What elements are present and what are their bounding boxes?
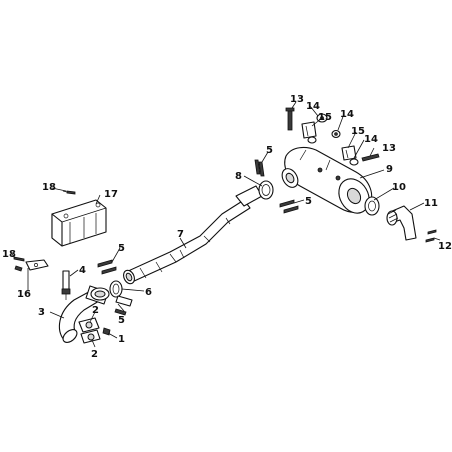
- part-7-intermediate-pipe: [123, 185, 263, 285]
- part-17-heat-shield: [51, 199, 107, 247]
- callout-5-right: 5: [305, 196, 312, 207]
- part-4-oxygen-sensor: [61, 270, 71, 300]
- leader-lines: [11, 101, 441, 348]
- callout-labels: 1 2 2 3 4 5 5 5 5 6 7 8 9 10 11 12 13 13…: [2, 94, 452, 360]
- callout-2-upper: 2: [92, 305, 99, 316]
- callout-5-upper: 5: [266, 145, 273, 156]
- part-9-muffler: [281, 146, 373, 214]
- callout-17: 17: [104, 189, 118, 200]
- callout-9: 9: [386, 164, 393, 175]
- part-2-flange-gasket-upper: [78, 317, 100, 333]
- callout-12: 12: [438, 241, 452, 252]
- callout-15-lower: 15: [351, 126, 365, 137]
- callout-16: 16: [17, 289, 31, 300]
- callout-8: 8: [235, 171, 242, 182]
- callout-4: 4: [79, 265, 86, 276]
- part-5-bolts-left: [97, 259, 117, 275]
- part-5-bolts-upper: [254, 159, 265, 177]
- callout-3: 3: [38, 307, 45, 318]
- callout-13-lower: 13: [382, 143, 396, 154]
- callout-18-lower: 18: [2, 249, 16, 260]
- part-18-screws-lower: [13, 256, 49, 272]
- part-12-screws: [425, 229, 437, 243]
- part-8-gasket: [258, 180, 274, 200]
- part-11-tail-pipe: [386, 205, 417, 241]
- part-5-bolts-right: [279, 199, 299, 214]
- part-2-flange-gasket-lower: [80, 329, 101, 344]
- callout-18-upper: 18: [42, 182, 56, 193]
- callout-6: 6: [145, 287, 152, 298]
- callout-14-middle: 14: [340, 109, 354, 120]
- callout-14-lower: 14: [364, 134, 378, 145]
- callout-13-upper: 13: [290, 94, 304, 105]
- part-13-bolt-upper: [285, 107, 295, 131]
- callout-1: 1: [118, 334, 125, 345]
- callout-11: 11: [424, 198, 438, 209]
- part-15-bracket-lower: [341, 145, 357, 161]
- callout-5-lower: 5: [118, 315, 125, 326]
- callout-2-lower: 2: [91, 349, 98, 360]
- part-5-clamp-bolts-lower: [114, 295, 133, 316]
- callout-10: 10: [392, 182, 406, 193]
- part-14-grommet-lower: [331, 129, 359, 166]
- callout-15-upper: 15: [318, 112, 332, 123]
- part-3-front-pipe: [58, 285, 110, 343]
- part-18-screw-upper: [62, 190, 76, 195]
- callout-5-left: 5: [118, 243, 125, 254]
- callout-7: 7: [177, 229, 184, 240]
- part-10-gasket: [364, 196, 380, 216]
- part-6-clamp: [109, 280, 123, 298]
- callout-14-upper: 14: [306, 101, 320, 112]
- part-13-bolt-lower: [361, 153, 380, 162]
